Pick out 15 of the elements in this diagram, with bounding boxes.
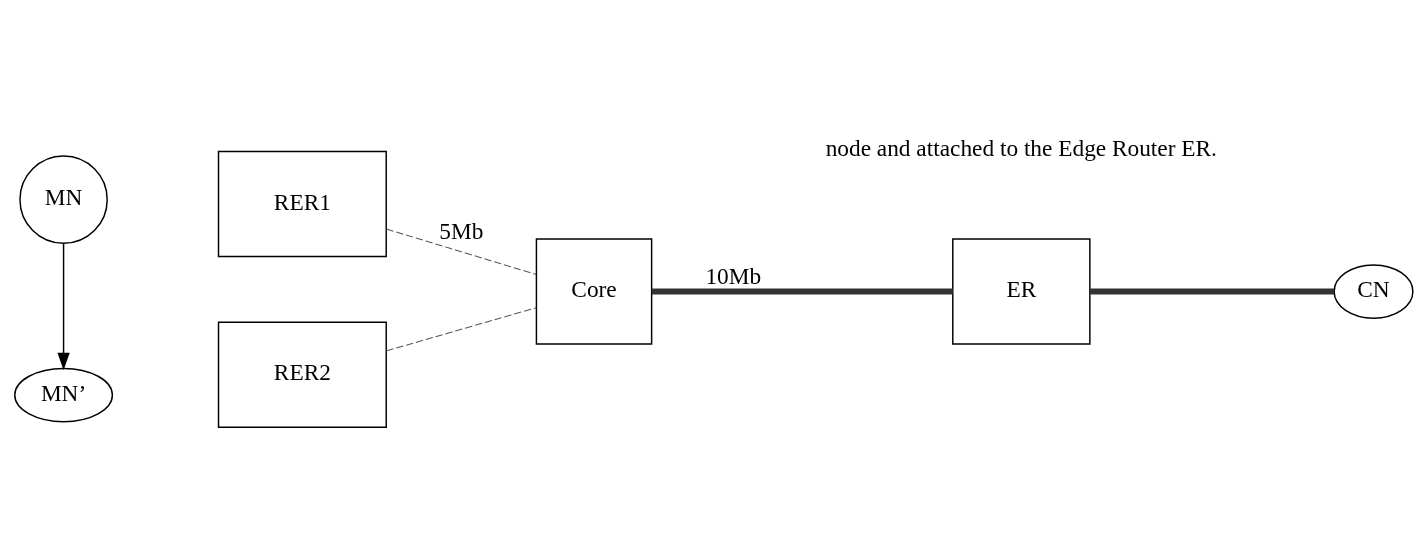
edge-label: 5Mb <box>439 217 484 244</box>
connector <box>651 288 953 294</box>
edge-label: 10Mb <box>705 262 762 289</box>
connector <box>1090 288 1335 294</box>
label: node and attached to the Edge Router ER. <box>825 134 1217 161</box>
node-box: RER2 <box>217 320 387 428</box>
node-ellipse: CN <box>1333 263 1414 319</box>
connector <box>386 306 537 351</box>
node-box: ER <box>952 237 1091 345</box>
arrow <box>57 241 70 370</box>
node-box: Core <box>535 237 653 345</box>
node-ellipse: MN’ <box>14 367 114 422</box>
node-circle: MN <box>19 154 108 244</box>
node-box: RER1 <box>217 150 387 257</box>
connector <box>386 228 537 275</box>
